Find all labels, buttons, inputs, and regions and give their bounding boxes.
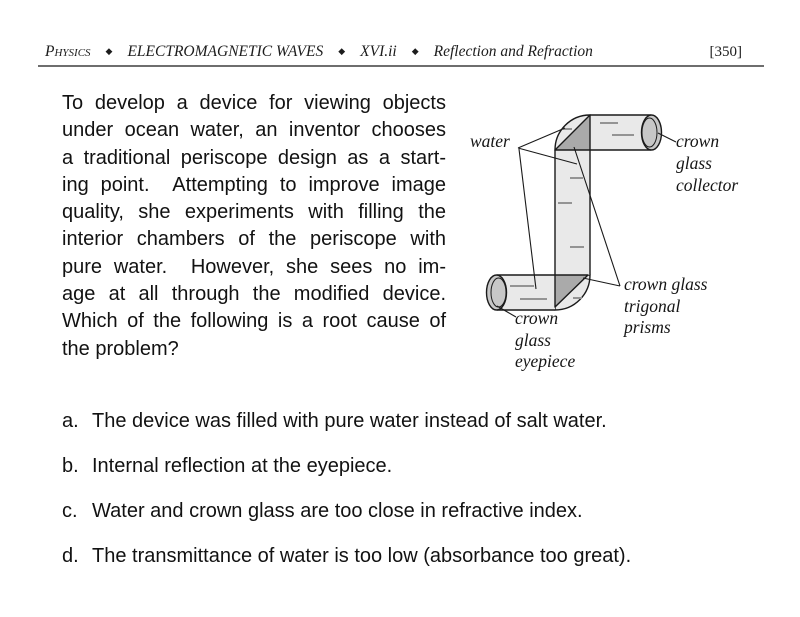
question-line: To develop a device for viewing objects <box>62 92 446 114</box>
answer-option-c: c. Water and crown glass are too close i… <box>62 497 631 525</box>
option-text: The transmittance of water is too low (a… <box>92 545 632 567</box>
answer-options: a. The device was filled with pure water… <box>62 407 631 587</box>
eyepiece-label: crown glass eyepiece <box>515 308 575 373</box>
page-header: Physics ◆ ELECTROMAGNETIC WAVES ◆ XVI.ii… <box>45 43 742 61</box>
diamond-separator-icon: ◆ <box>105 46 113 56</box>
header-unit: ELECTROMAGNETIC WAVES <box>127 43 324 60</box>
question-text: To develop a device for viewing objects … <box>62 90 446 363</box>
header-topic: Reflection and Refraction <box>433 43 593 60</box>
answer-option-d: d. The transmittance of water is too low… <box>62 542 631 570</box>
tube-outlines <box>497 114 651 311</box>
collector-cap <box>640 114 663 151</box>
diamond-separator-icon: ◆ <box>338 46 346 56</box>
question-line: a traditional periscope design as a star… <box>62 146 446 169</box>
vertical-tube-body <box>555 150 590 275</box>
question-line: pure water. However, she sees no im- <box>62 255 446 278</box>
eyepiece-label-line: crown <box>515 308 559 328</box>
question-line: under ocean water, an inventor chooses <box>62 119 446 142</box>
question-line: age at all through the modified device. <box>62 283 446 306</box>
option-text: The device was filled with pure water in… <box>92 410 607 432</box>
diamond-separator-icon: ◆ <box>411 46 419 56</box>
option-text: Internal reflection at the eyepiece. <box>92 455 393 477</box>
eyepiece-label-line: glass <box>515 329 551 350</box>
collector-leader-line <box>657 132 677 143</box>
question-line: Which of the following is a root cause o… <box>62 310 446 333</box>
prisms-leader-lines <box>573 146 621 287</box>
collector-label-line: crown <box>676 131 720 151</box>
water-leader-lines <box>517 127 578 290</box>
glass-shine-dashes <box>510 122 634 300</box>
prisms-label: crown glass trigonal prisms <box>624 274 707 339</box>
eyepiece-label-line: eyepiece <box>515 351 576 371</box>
collector-label: crown glass collector <box>676 130 738 196</box>
prisms-label-line: prisms <box>624 317 671 337</box>
eyepiece-leader-line <box>496 305 517 318</box>
header-course: Physics <box>45 43 91 60</box>
prisms-label-line: crown glass <box>624 274 708 294</box>
option-letter: a. <box>62 410 79 432</box>
answer-option-a: a. The device was filled with pure water… <box>62 407 631 435</box>
eyepiece-cap <box>485 274 508 311</box>
bottom-prism <box>554 274 589 308</box>
prisms-label-line: trigonal <box>624 295 681 316</box>
header-section-number: XVI.ii <box>360 43 397 60</box>
option-letter: c. <box>62 500 78 522</box>
option-letter: d. <box>62 545 79 567</box>
answer-option-b: b. Internal reflection at the eyepiece. <box>62 452 631 480</box>
water-label: water <box>470 131 510 151</box>
page-number: [350] <box>709 44 743 60</box>
top-prism <box>554 114 591 151</box>
collector-label-line: glass <box>676 153 712 173</box>
option-letter: b. <box>62 455 79 477</box>
option-text: Water and crown glass are too close in r… <box>92 500 583 522</box>
header-rule <box>38 65 764 67</box>
question-line: the problem? <box>62 337 179 360</box>
collector-cap-rim <box>641 117 658 148</box>
collector-label-line: collector <box>676 175 739 195</box>
question-line: ing point. Attempting to improve image <box>62 173 446 196</box>
question-line: interior chambers of the periscope with <box>62 228 446 251</box>
question-line: quality, she experiments with filling th… <box>62 201 446 224</box>
periscope-diagram <box>485 114 677 318</box>
